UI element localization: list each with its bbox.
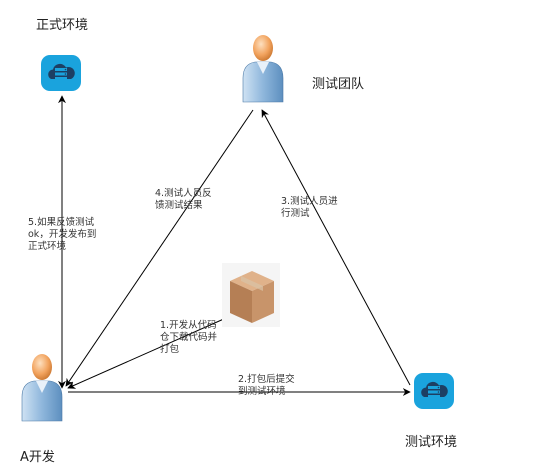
cloud-server-icon [414, 373, 454, 409]
edge-label-3: 3.测试人员进行测试 [281, 196, 338, 219]
edge-3-line [261, 109, 411, 386]
node-label-dev-a: A开发 [20, 450, 55, 465]
edges [58, 95, 411, 396]
package-box-icon [222, 263, 280, 327]
person-icon [242, 35, 284, 103]
node-label-prod-env: 正式环境 [36, 18, 89, 33]
edge-label-4: 4.测试人员反馈测试结果 [155, 188, 212, 211]
edge-1-line [67, 317, 227, 389]
edge-label-2: 2.打包后提交到测试环境 [238, 374, 295, 397]
cloud-server-icon [41, 55, 81, 91]
edge-label-1: 1.开发从代码仓下载代码并打包 [160, 320, 218, 355]
edge-label-5: 5.如果反馈测试ok，开发发布到正式环境 [28, 217, 97, 252]
node-label-test-team: 测试团队 [312, 77, 365, 92]
edge-4-line [65, 109, 254, 387]
node-label-test-env: 测试环境 [405, 435, 458, 450]
person-icon [21, 354, 63, 422]
